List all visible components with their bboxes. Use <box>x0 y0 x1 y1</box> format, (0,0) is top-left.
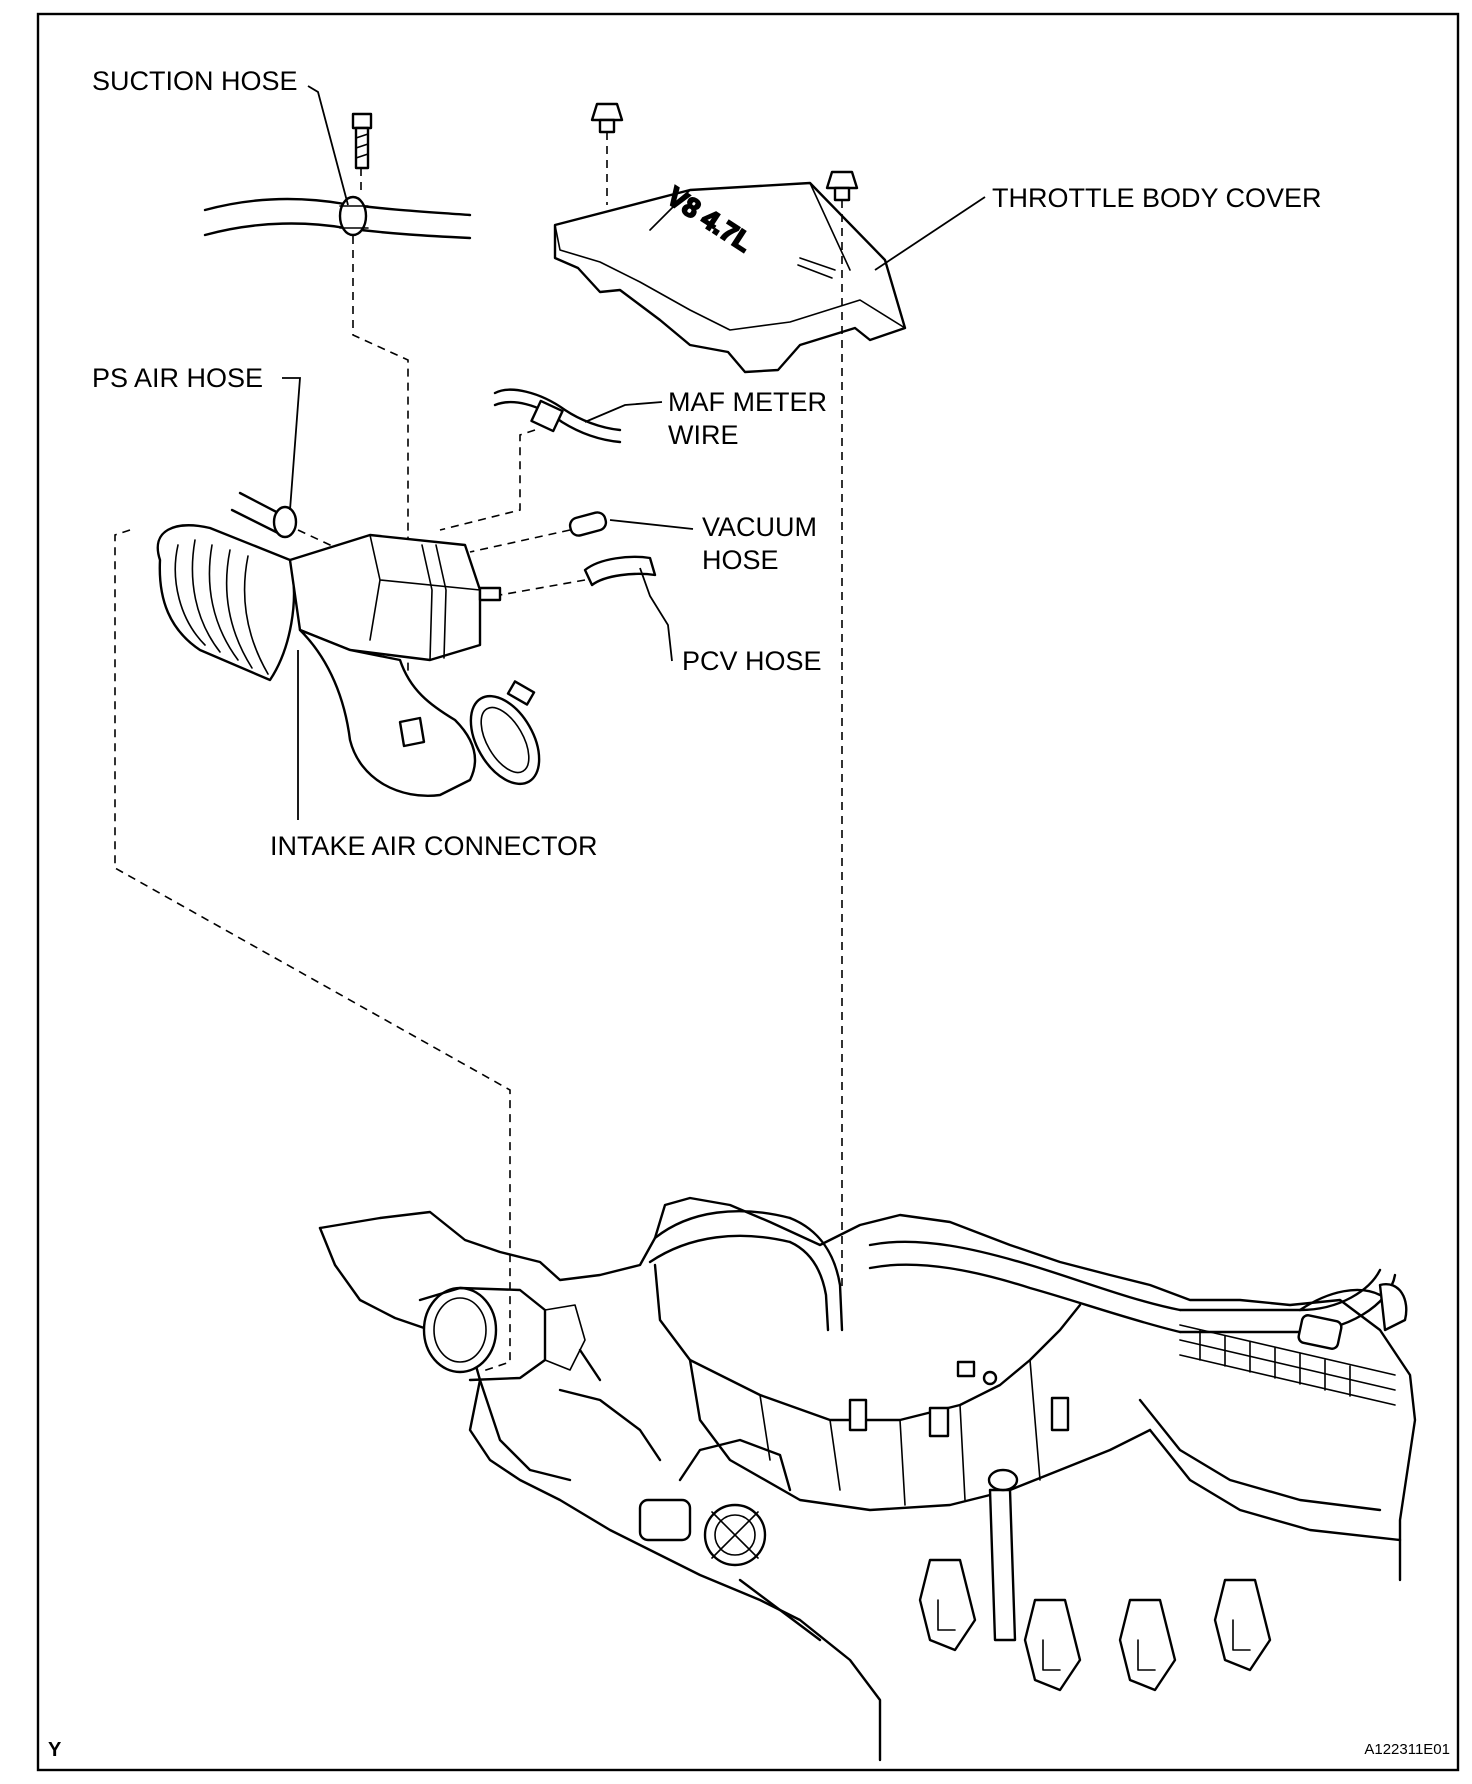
leader-maf-meter-wire <box>584 401 663 423</box>
maf-meter-wire-part <box>493 388 622 444</box>
figure-id: A122311E01 <box>1364 1741 1450 1758</box>
leader-pcv-hose <box>639 567 673 662</box>
leader-suction-hose <box>307 85 349 206</box>
vacuum-hose-part <box>568 511 608 537</box>
throttle-body-cover-part: V8 4.7L <box>553 180 907 374</box>
label-pcv-hose: PCV HOSE <box>682 646 822 676</box>
cover-nut-left <box>590 102 624 134</box>
intake-connector-dashed-line <box>114 529 511 1373</box>
suction-hose-part <box>203 195 472 240</box>
label-throttle-body-cover: THROTTLE BODY COVER <box>992 183 1322 213</box>
vacuum-hose-dashed-line <box>469 529 571 553</box>
label-suction-hose: SUCTION HOSE <box>92 66 298 96</box>
ignition-coils <box>918 1558 1272 1692</box>
ps-air-hose-part <box>230 491 298 539</box>
bolt-part <box>351 112 373 170</box>
cover-nut-right <box>825 170 859 202</box>
engine-assembly <box>318 1196 1417 1762</box>
leader-throttle-body-cover <box>874 196 986 271</box>
pcv-hose-dashed-line <box>499 579 586 596</box>
label-intake-air-connector: INTAKE AIR CONNECTOR <box>270 831 598 861</box>
leader-ps-air-hose <box>282 377 301 511</box>
leader-vacuum-hose <box>609 519 694 530</box>
maf-wire-dashed-line <box>439 429 536 531</box>
label-vacuum-hose-line1: VACUUM <box>702 512 817 542</box>
corner-letter: Y <box>48 1739 62 1761</box>
label-maf-meter-wire-line2: WIRE <box>668 420 739 450</box>
label-ps-air-hose: PS AIR HOSE <box>92 363 263 393</box>
label-maf-meter-wire-line1: MAF METER <box>668 387 827 417</box>
label-vacuum-hose-line2: HOSE <box>702 545 779 575</box>
intake-air-connector-part <box>156 524 541 797</box>
pcv-hose-part <box>583 555 657 587</box>
